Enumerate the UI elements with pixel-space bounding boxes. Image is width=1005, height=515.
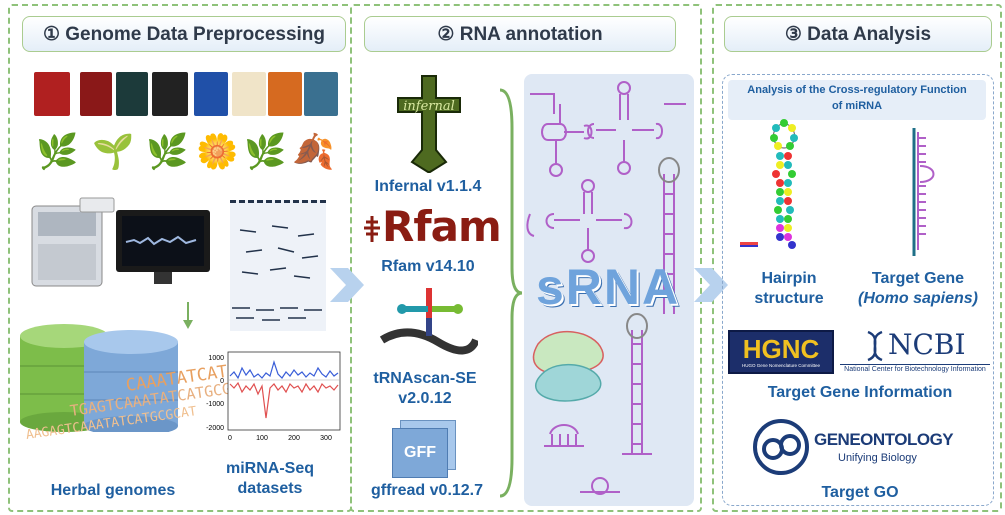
database-icon	[20, 324, 178, 432]
plot-ytick: 1000	[208, 355, 224, 362]
gff-logo-text: GFF	[404, 444, 436, 461]
rfam-rna-icon	[364, 216, 380, 242]
plot-xtick: 100	[256, 435, 268, 442]
hgnc-logo: HGNC HUGO Gene Nomenclature Committee	[728, 330, 834, 374]
herb-plant-icon: 🌿	[36, 133, 79, 171]
hgnc-logo-text: HGNC	[742, 334, 820, 364]
analysis-subtitle-line2: of miRNA	[831, 100, 883, 112]
hgnc-logo-subtext: HUGO Gene Nomenclature Committee	[741, 363, 821, 368]
herb-plant-icon: 🌼	[196, 133, 239, 171]
herb-plant-icon: 🍂	[292, 133, 335, 171]
plot-ytick: 0	[220, 378, 224, 385]
tool-gffread-label: gffread v0.12.7	[370, 482, 484, 499]
gff-file-icon: GFF	[392, 428, 448, 478]
analysis-subtitle-line1: Analysis of the Cross-regulatory Functio…	[747, 84, 967, 96]
plot-xtick: 300	[320, 435, 332, 442]
ncbi-logo: NCBI National Center for Biotechnology I…	[840, 328, 990, 373]
hairpin-label-line1: Hairpin	[761, 270, 817, 287]
mirna-seq-label: miRNA-Seq	[225, 460, 314, 477]
ncbi-logo-text: NCBI	[888, 328, 966, 361]
plot-xtick: 200	[288, 435, 300, 442]
book-image	[34, 72, 70, 116]
reads-fragments-icon	[232, 225, 322, 321]
tool-trnascan-version-label: v2.0.12	[398, 390, 452, 407]
gene-ontology-logo-icon	[753, 419, 809, 475]
trnascan-logo	[379, 288, 478, 355]
flow-arrow-icon	[330, 268, 364, 302]
section-3-header: ③ Data Analysis	[724, 16, 992, 52]
gene-ontology-logo-text: GENEONTOLOGY	[814, 430, 954, 449]
analysis-subpanel	[722, 74, 994, 506]
book-image	[80, 72, 112, 116]
analysis-subtitle-box	[728, 80, 986, 120]
tool-rfam-label: Rfam v14.10	[381, 258, 475, 275]
target-gene-icon	[912, 128, 935, 256]
plot-ytick: -2000	[206, 425, 224, 432]
target-gene-label-line1: Target Gene	[871, 270, 965, 287]
hairpin-label-line2: structure	[754, 290, 824, 307]
plot-xtick: 0	[228, 435, 232, 442]
gene-ontology-logo-subtext: Unifying Biology	[838, 452, 917, 464]
ncbi-logo-subtext: National Center for Biotechnology Inform…	[840, 364, 990, 373]
ncbi-helix-icon	[867, 330, 883, 362]
infernal-logo-text: infernal	[403, 99, 455, 114]
rfam-logo: Rfam	[360, 202, 502, 251]
target-go-label: Target GO	[821, 484, 899, 501]
sequencer-machine-icon	[31, 197, 210, 287]
tool-infernal-label: Infernal v1.1.4	[374, 178, 482, 195]
book-image	[194, 72, 228, 116]
tool-trnascan-label: tRNAscan-SE	[373, 370, 477, 387]
panel-3-border	[712, 4, 1002, 512]
brace-icon	[499, 88, 523, 498]
section-1-header: ① Genome Data Preprocessing	[22, 16, 346, 52]
mirna-seq-plot: 1000 0 -1000 -2000 0 100 200 300	[206, 351, 341, 442]
rfam-logo-text: Rfam	[382, 202, 502, 251]
rna-structures-icon	[526, 81, 686, 495]
plot-ytick: -1000	[206, 401, 224, 408]
herb-plant-icon: 🌱	[92, 133, 135, 171]
book-image	[232, 72, 266, 116]
book-image	[152, 72, 188, 116]
reads-box	[230, 200, 326, 331]
srna-title: sRNA	[536, 259, 681, 315]
section-2-header: ② RNA annotation	[364, 16, 676, 52]
flow-arrow-icon	[694, 268, 728, 302]
book-image	[268, 72, 302, 116]
down-arrow-icon	[183, 302, 193, 329]
herb-plant-icon: 🌿	[146, 133, 189, 171]
hairpin-structure-icon	[740, 119, 798, 249]
infernal-logo: infernal	[397, 75, 461, 173]
herb-plant-icon: 🌿	[244, 133, 287, 171]
target-gene-label-line2: (Homo sapiens)	[857, 290, 978, 307]
book-image	[116, 72, 148, 116]
panel-2-border	[350, 4, 702, 512]
book-image	[304, 72, 338, 116]
herbal-genomes-label: Herbal genomes	[50, 482, 176, 499]
target-gene-info-label: Target Gene Information	[767, 384, 953, 401]
mirna-datasets-label: datasets	[237, 480, 303, 497]
